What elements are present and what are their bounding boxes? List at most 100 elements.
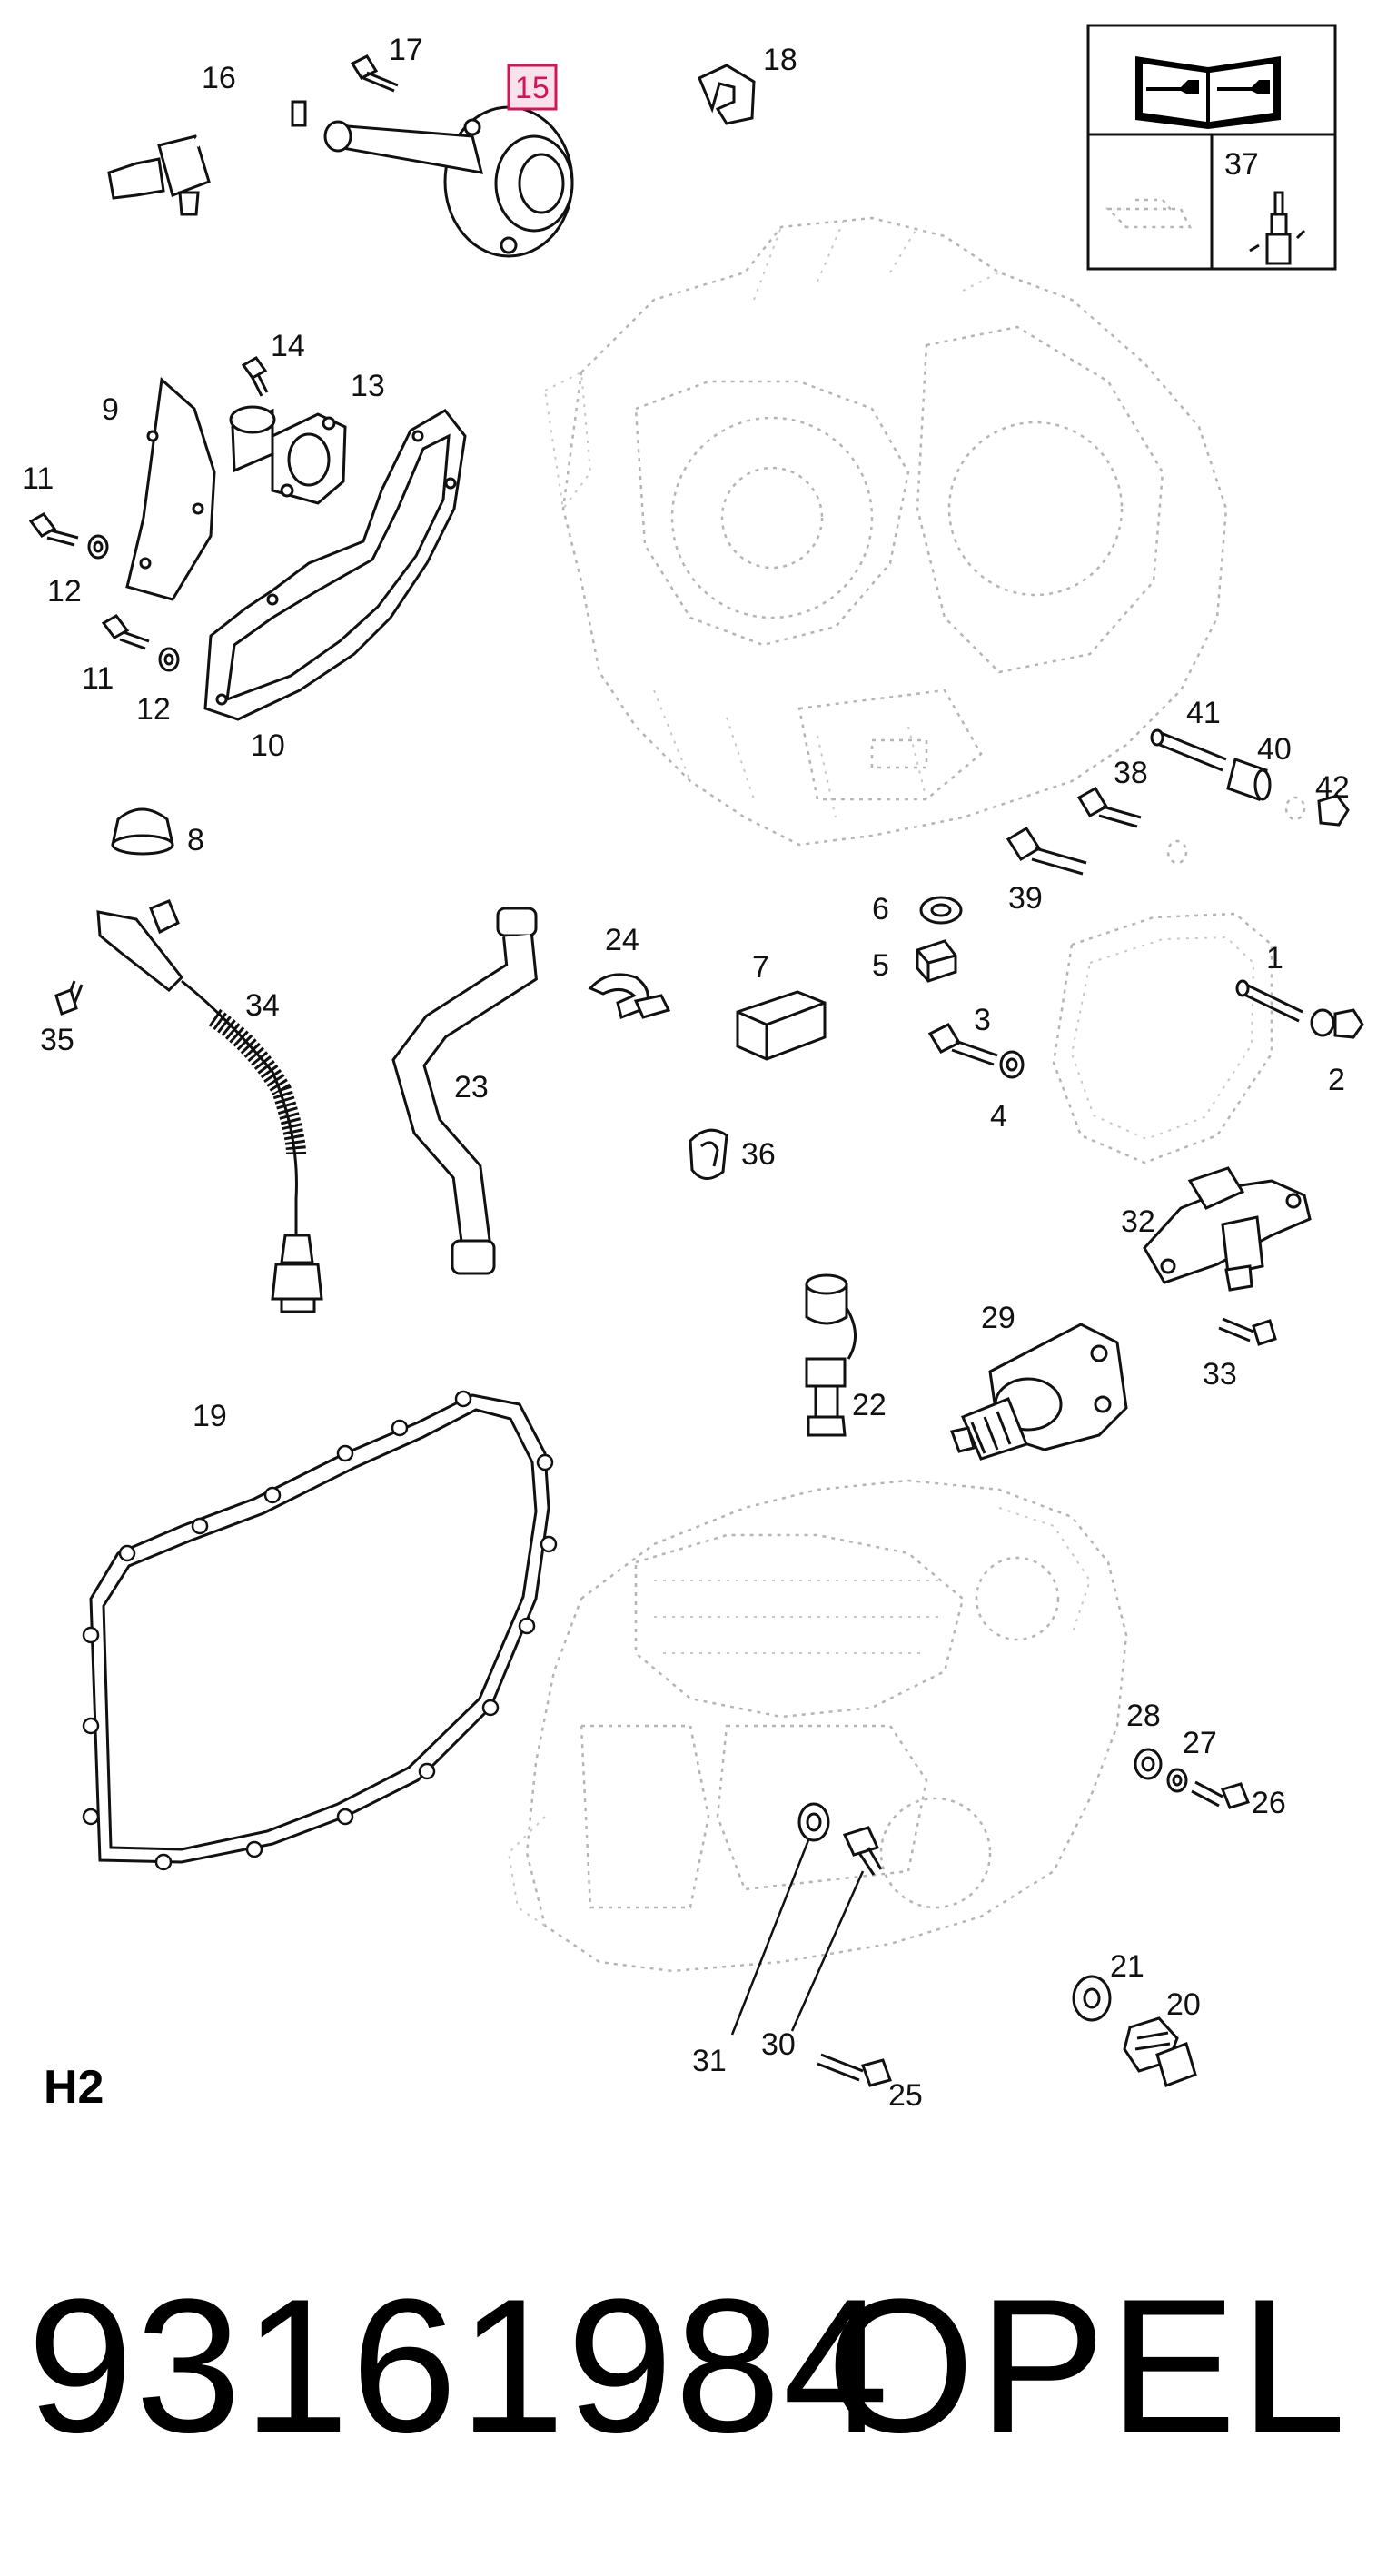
part-36-clip xyxy=(688,1128,728,1180)
part-31-washer xyxy=(730,1802,830,2036)
part-3-bolt xyxy=(927,1023,998,1066)
part-4-washer xyxy=(999,1050,1025,1079)
callout-30: 30 xyxy=(761,2027,796,2062)
callout-37: 37 xyxy=(1224,147,1259,182)
part-16-pipe xyxy=(107,100,307,216)
part-12-washer-lower xyxy=(158,647,180,672)
callout-28: 28 xyxy=(1126,1699,1161,1733)
gearbox-housing-upper-ghost xyxy=(543,216,1228,847)
gearbox-housing-lower-ghost xyxy=(507,1479,1128,1973)
part-number: 93161984 xyxy=(27,2259,891,2472)
part-30-bolt xyxy=(790,1826,883,2032)
callout-35: 35 xyxy=(40,1023,74,1057)
callout-3: 3 xyxy=(974,1003,991,1037)
callout-26: 26 xyxy=(1252,1786,1286,1820)
part-20-drain-plug xyxy=(1123,2016,1197,2087)
washer-ghost xyxy=(1166,839,1188,865)
callout-21: 21 xyxy=(1110,1949,1144,1984)
callout-19: 19 xyxy=(193,1399,227,1433)
part-28-washer xyxy=(1134,1748,1163,1780)
part-6-washer xyxy=(919,896,963,925)
part-2-nut xyxy=(1310,1008,1364,1039)
part-21-washer xyxy=(1072,1975,1112,2022)
callout-24: 24 xyxy=(605,923,639,957)
part-34-wiring-harness xyxy=(96,899,323,1313)
callout-39: 39 xyxy=(1008,881,1043,916)
part-41-stud xyxy=(1150,728,1227,772)
part-19-housing-gasket xyxy=(82,1390,558,1871)
callout-34: 34 xyxy=(245,988,280,1023)
part-11-bolt-lower xyxy=(101,614,150,650)
callout-40: 40 xyxy=(1257,732,1292,767)
part-18-clip xyxy=(698,64,756,125)
part-35-bolt xyxy=(54,980,84,1016)
callout-labels: 16 17 15 18 14 13 9 11 12 11 12 10 8 34 … xyxy=(22,33,1350,2113)
brand-name: OPEL xyxy=(826,2259,1350,2472)
callout-27: 27 xyxy=(1183,1726,1217,1760)
callout-8: 8 xyxy=(187,823,204,857)
cover-gasket-ghost xyxy=(1052,912,1273,1164)
part-15-slave-cylinder xyxy=(323,105,574,258)
callout-38: 38 xyxy=(1114,756,1148,790)
callout-25: 25 xyxy=(888,2078,923,2113)
part-32-sensor-bracket xyxy=(1143,1166,1312,1292)
part-40-sleeve xyxy=(1226,758,1272,801)
part-17-bolt xyxy=(350,54,399,93)
wrench-book-icon xyxy=(1135,56,1281,129)
callout-41: 41 xyxy=(1186,696,1221,730)
callout-16: 16 xyxy=(202,61,236,95)
part-1-stud xyxy=(1235,979,1303,1023)
callout-12-lower: 12 xyxy=(136,692,171,727)
callout-7: 7 xyxy=(752,950,769,985)
part-25-bolt xyxy=(817,2053,892,2087)
callout-33: 33 xyxy=(1203,1357,1237,1392)
callout-1: 1 xyxy=(1266,941,1283,976)
part-39-bolt xyxy=(1006,826,1087,876)
part-8-cap xyxy=(111,807,174,856)
callout-42: 42 xyxy=(1315,770,1350,805)
adhesive-tool-ghost-icon xyxy=(1105,198,1193,229)
callout-6: 6 xyxy=(872,892,889,926)
callout-29: 29 xyxy=(981,1301,1015,1335)
callout-13: 13 xyxy=(351,369,385,403)
callout-14: 14 xyxy=(271,329,305,363)
part-7-magnet xyxy=(736,990,827,1061)
part-12-washer-upper xyxy=(87,534,109,560)
callout-11-upper: 11 xyxy=(22,461,54,496)
callout-11-lower: 11 xyxy=(82,661,114,696)
callout-5: 5 xyxy=(872,948,889,983)
callout-31: 31 xyxy=(692,2044,727,2078)
part-9-cover-plate xyxy=(125,376,216,601)
part-5-plug xyxy=(916,939,957,983)
part-33-bolt xyxy=(1218,1317,1277,1346)
callout-32: 32 xyxy=(1121,1204,1155,1239)
part-23-hose xyxy=(391,907,538,1275)
callout-23: 23 xyxy=(454,1070,489,1105)
part-27-washer xyxy=(1166,1768,1188,1793)
callout-12-upper: 12 xyxy=(47,574,82,609)
callout-22: 22 xyxy=(852,1388,887,1422)
part-22-sensor xyxy=(805,1273,857,1437)
part-13-guide-tube xyxy=(229,405,347,505)
part-42-nut xyxy=(1284,794,1350,827)
sealant-bottle-icon xyxy=(1249,191,1306,265)
part-10-gasket xyxy=(203,409,467,721)
part-38-bolt xyxy=(1076,786,1142,828)
part-26-bolt xyxy=(1191,1780,1251,1809)
callout-9: 9 xyxy=(102,392,119,427)
callout-36: 36 xyxy=(741,1137,776,1172)
part-11-bolt-upper xyxy=(28,512,79,547)
section-code: H2 xyxy=(44,2061,104,2114)
callout-2: 2 xyxy=(1328,1063,1345,1097)
legend-box: 37 xyxy=(1086,24,1337,271)
callout-18: 18 xyxy=(763,43,797,77)
part-24-clamp xyxy=(588,973,671,1020)
callout-17: 17 xyxy=(389,33,423,67)
part-14-bolt xyxy=(241,356,269,397)
callout-4: 4 xyxy=(990,1099,1007,1134)
callout-10: 10 xyxy=(251,728,285,763)
callout-20: 20 xyxy=(1166,1987,1201,2022)
callout-15-highlight: 15 xyxy=(507,64,558,111)
callout-15: 15 xyxy=(515,71,550,105)
